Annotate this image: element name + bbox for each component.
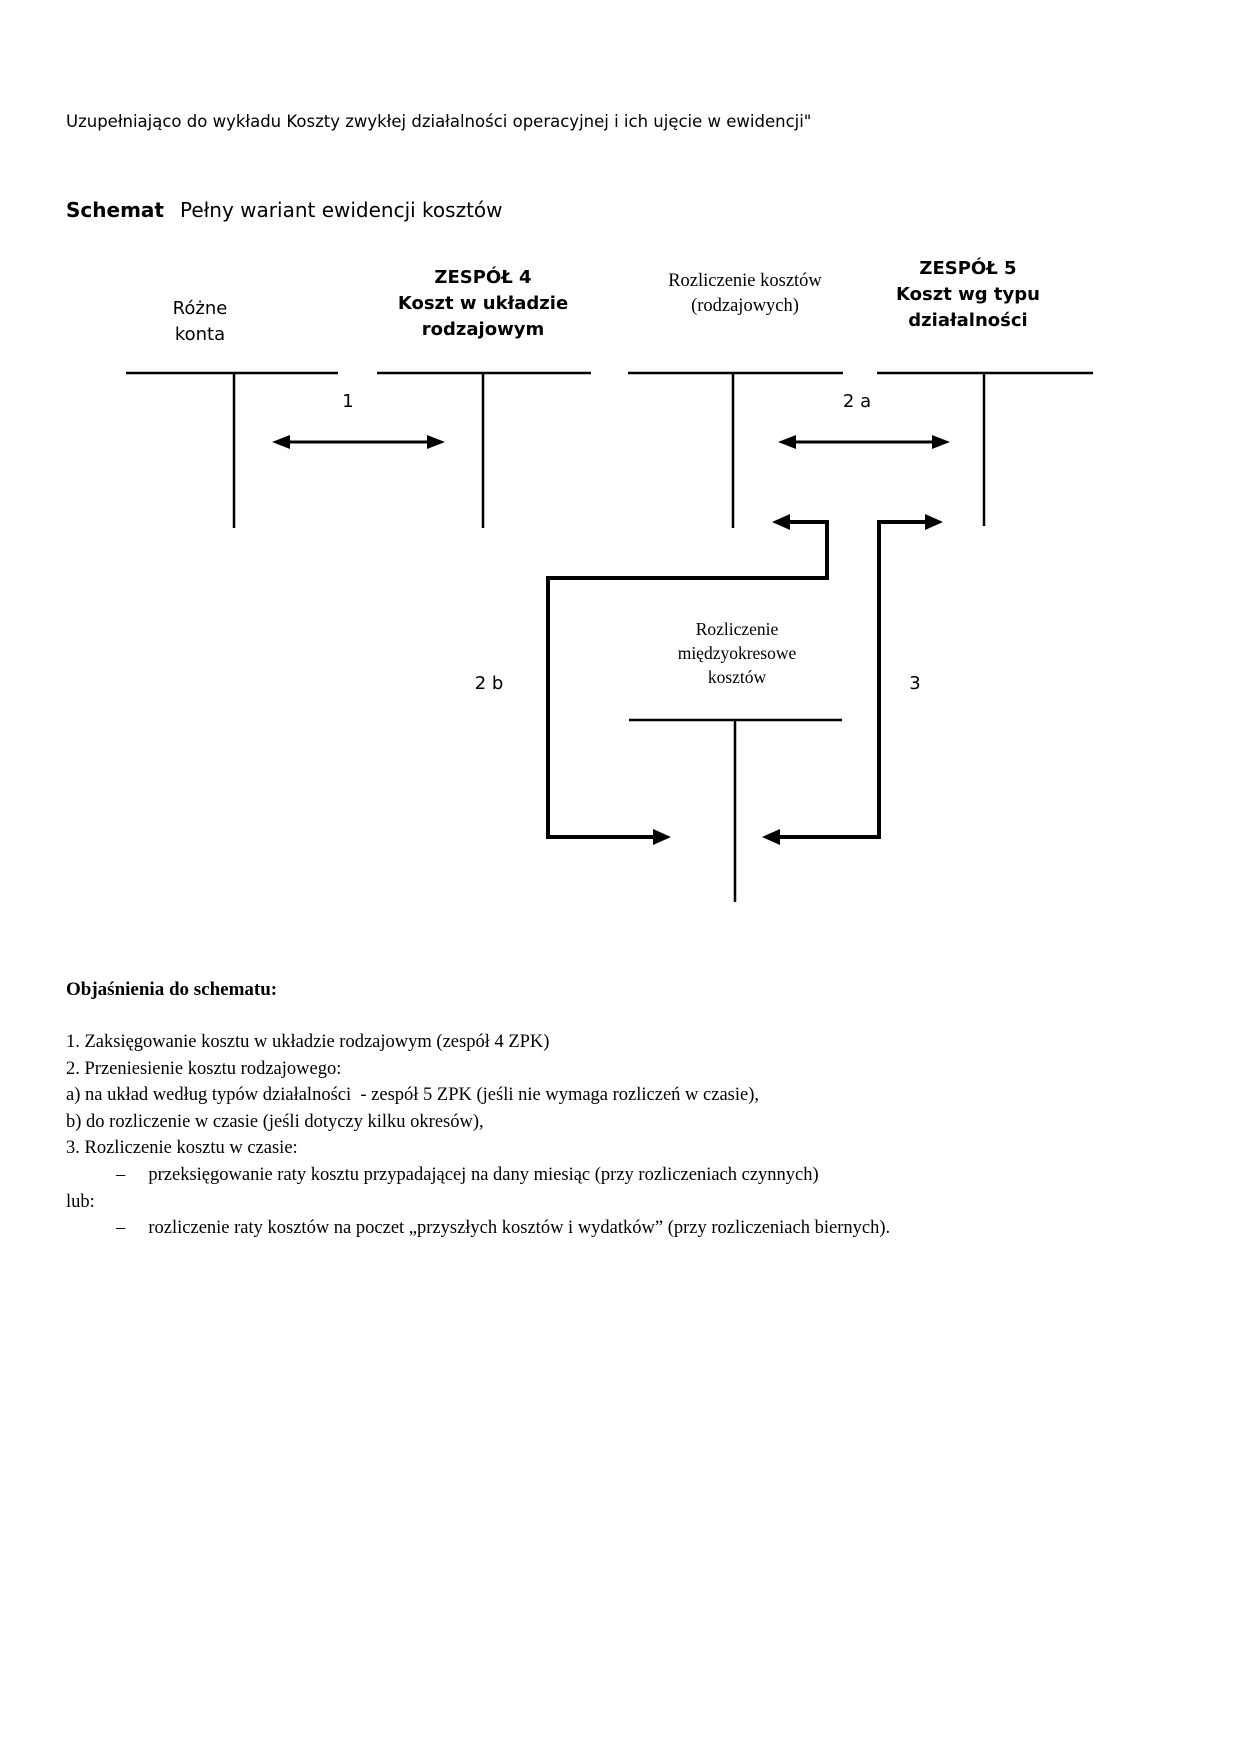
t-account-zespol4 xyxy=(377,371,591,528)
flow-2b-arrowhead-top xyxy=(772,514,790,530)
account-label-rozliczenie-kosztow: Rozliczenie kosztów (rodzajowych) xyxy=(668,271,822,316)
schema-title-text: Pełny wariant ewidencji kosztów xyxy=(179,198,503,222)
t-account-rozne-konta xyxy=(126,371,338,528)
flow-2a-arrowhead-left xyxy=(778,435,796,449)
explanation-line-2: 2. Przeniesienie kosztu rodzajowego: xyxy=(66,1058,342,1079)
explanations-list: 1. Zaksięgowanie kosztu w układzie rodza… xyxy=(66,1029,1176,1242)
schema-title-label: Schemat xyxy=(66,198,164,222)
flow-label-2b: 2 b xyxy=(474,673,504,694)
flow-3-arrowhead-top xyxy=(925,514,943,530)
explanations-heading: Objaśnienia do schematu: xyxy=(66,979,278,1000)
explanation-line-2a: a) na układ według typów działalności - … xyxy=(66,1085,760,1106)
account-label-rozne-konta: Różne konta xyxy=(172,298,228,345)
flow-2a-arrowhead-right xyxy=(932,435,950,449)
flow-3-arrowhead-bottom xyxy=(762,829,780,845)
schema-title: Schemat Pełny wariant ewidencji kosztów xyxy=(66,198,503,222)
explanation-line-3-dash1: – przeksięgowanie raty kosztu przypadają… xyxy=(116,1164,819,1185)
account-label-zespol5: ZESPÓŁ 5 Koszt wg typu działalności xyxy=(896,258,1040,331)
t-account-zespol5 xyxy=(877,371,1093,526)
flow-label-2a: 2 a xyxy=(842,391,872,412)
explanation-line-2b: b) do rozliczenie w czasie (jeśli dotycz… xyxy=(66,1111,484,1132)
explanation-line-3-dash2: – rozliczenie raty kosztów na poczet „pr… xyxy=(116,1218,891,1239)
account-label-zespol4: ZESPÓŁ 4 Koszt w układzie rodzajowym xyxy=(397,267,569,340)
flow-1-arrowhead-left xyxy=(272,435,290,449)
explanation-line-3: 3. Rozliczenie kosztu w czasie: xyxy=(66,1138,298,1159)
account-label-rozliczenie-miedzyokresowe: Rozliczenie międzyokresowe kosztów xyxy=(677,619,797,687)
t-account-rozliczenie-miedzyokresowe xyxy=(629,718,842,902)
explanation-line-lub: lub: xyxy=(66,1191,95,1212)
flow-1-arrowhead-right xyxy=(427,435,445,449)
flow-label-1: 1 xyxy=(342,391,354,412)
flow-label-3: 3 xyxy=(909,673,921,694)
t-account-rozliczenie-kosztow xyxy=(628,371,843,528)
intro-text: Uzupełniająco do wykładu Koszty zwykłej … xyxy=(66,112,812,131)
explanation-line-1: 1. Zaksięgowanie kosztu w układzie rodza… xyxy=(66,1032,550,1052)
flow-2b-arrowhead-bottom xyxy=(653,829,671,845)
